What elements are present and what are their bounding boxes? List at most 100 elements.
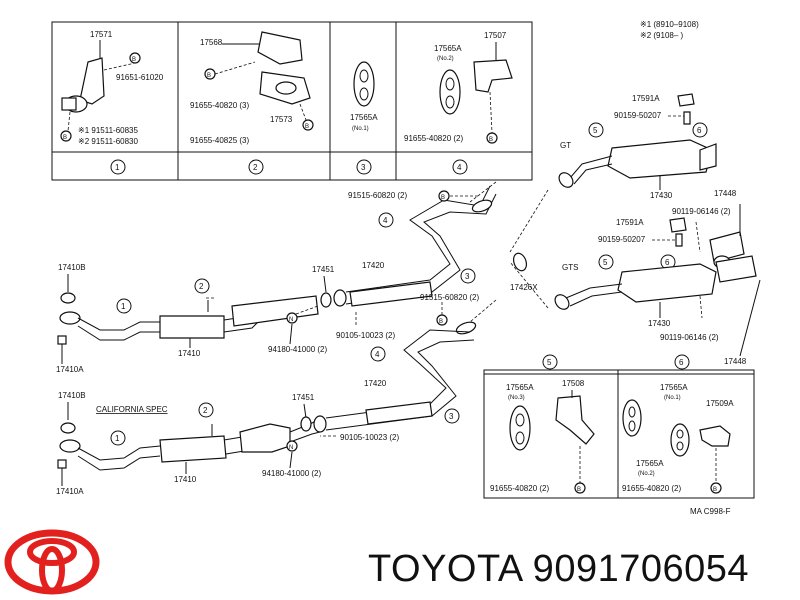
bottom-parts-frame [483,369,755,499]
svg-text:N: N [289,445,293,451]
label-gts: GTS [562,263,578,272]
note-2: ※2 (9108– ) [640,31,684,40]
box6-part-note-b: (No.2) [638,471,655,477]
box5-part-17565a: 17565A [506,383,534,392]
box-6: 6 17565A (No.1) 17509A 17565A (No.2) B 9… [622,354,734,494]
california-spec-label: CALIFORNIA SPEC [96,405,168,414]
lower-pipe-assembly: 17410B CALIFORNIA SPEC 1 2 17410A 17410 … [56,329,475,496]
upper-pipe-assembly: 17410B 1 2 17410A 17410 17451 17420 4 3 [56,185,538,374]
label-gt: GT [560,141,571,150]
callout-2-lower: 2 [203,406,208,415]
callout-4-upper: 4 [383,216,388,225]
callout-3-upper: 3 [465,272,470,281]
svg-text:B: B [577,487,581,493]
box6-number: 6 [679,358,684,367]
box1-part-17571: 17571 [90,30,113,39]
part-17410a-lower: 17410A [56,487,84,496]
box4-part-note: (No.2) [437,56,454,62]
part-17410b-upper: 17410B [58,263,86,272]
box2-part-17573: 17573 [270,115,293,124]
gt-muffler-group: 17591A 90159-50207 5 6 GT 17430 [558,93,717,200]
callout-2-upper: 2 [199,282,204,291]
svg-text:N: N [289,317,293,323]
box4-number: 4 [457,163,462,172]
box6-part-91655: 91655-40820 (2) [622,484,681,493]
part-17420-upper: 17420 [362,261,385,270]
box2-part-91655-820: 91655-40820 (3) [190,101,249,110]
svg-text:B: B [132,57,136,63]
note-1: ※1 (8910–9108) [640,20,699,29]
box6-part-17509a: 17509A [706,399,734,408]
part-17410-lower: 17410 [174,475,197,484]
box4-part-17565a: 17565A [434,44,462,53]
box3-part-17565a: 17565A [350,113,378,122]
box5-part-17508: 17508 [562,379,585,388]
part-91515-upper-a: 91515-60820 (2) [348,191,407,200]
part-94180-lower: 94180-41000 (2) [262,469,321,478]
gts-muffler-group: 17448 90119-06146 (2) 17591A 90159-50207… [554,189,761,366]
svg-text:B: B [489,137,493,143]
svg-text:B: B [63,135,67,141]
box2-part-91655-825: 91655-40825 (3) [190,136,249,145]
part-17448-top: 17448 [714,189,737,198]
brand-part-number: TOYOTA 9091706054 [368,548,750,590]
box1-number: 1 [115,163,120,172]
box4-part-91655: 91655-40820 (2) [404,134,463,143]
box1-part-91651: 91651-61020 [116,73,164,82]
part-17410-upper: 17410 [178,349,201,358]
part-90119-top: 90119-06146 (2) [672,207,731,216]
svg-text:B: B [441,195,445,201]
part-17448-mid: 17448 [724,357,747,366]
part-94180-upper: 94180-41000 (2) [268,345,327,354]
box1-part-91511a: ※1 91511-60835 [78,126,138,135]
part-90159-mid: 90159-50207 [598,235,646,244]
callout-5-top: 5 [593,126,598,135]
box4-part-17507: 17507 [484,31,507,40]
part-90105-lower: 90105-10023 (2) [340,433,399,442]
part-17591a-mid: 17591A [616,218,644,227]
part-17451-upper: 17451 [312,265,335,274]
svg-text:B: B [305,124,309,130]
diagram-code: MA C998-F [690,507,731,516]
svg-text:B: B [207,73,211,79]
part-90119-mid: 90119-06146 (2) [660,333,719,342]
box5-number: 5 [547,358,552,367]
box-4: 17565A (No.2) 17507 B 91655-40820 (2) 4 [404,31,513,175]
part-90159-top: 90159-50207 [614,111,662,120]
toyota-logo [4,529,100,595]
box2-number: 2 [253,163,258,172]
callout-1-upper: 1 [121,302,126,311]
box3-part-note: (No.1) [352,126,369,132]
part-17426x: 17426X [510,283,538,292]
part-17430-top: 17430 [650,191,673,200]
box5-part-note: (No.3) [508,395,525,401]
box6-part-17565a-a: 17565A [660,383,688,392]
part-17410a-upper: 17410A [56,365,84,374]
box-3: 17565A (No.1) 3 [350,61,378,175]
box1-part-91511b: ※2 91511-60830 [78,137,138,146]
part-91515-upper-b: 91515-60820 (2) [420,293,479,302]
callout-5-mid: 5 [603,258,608,267]
part-17410b-lower: 17410B [58,391,86,400]
box2-part-17568: 17568 [200,38,223,47]
part-17451-lower: 17451 [292,393,315,402]
box6-part-note-a: (No.1) [664,395,681,401]
box-1: 17571 B 91651-61020 B ※1 91511-60835 ※2 … [60,30,164,175]
box6-part-17565a-b: 17565A [636,459,664,468]
box-5: 5 17565A (No.3) 17508 B 91655-40820 (2) [490,354,595,494]
callout-6-mid: 6 [665,258,670,267]
callout-4-lower: 4 [375,350,380,359]
top-parts-frame [51,21,533,181]
part-17430-mid: 17430 [648,319,671,328]
svg-text:B: B [713,487,717,493]
callout-6-top: 6 [697,126,702,135]
callout-3-lower: 3 [449,412,454,421]
callout-1-lower: 1 [115,434,120,443]
box-2: 17568 B 91655-40820 (3) 17573 B 91655-40… [190,31,314,175]
svg-text:B: B [439,319,443,325]
part-90105-upper: 90105-10023 (2) [336,331,395,340]
box3-number: 3 [361,163,366,172]
box5-part-91655: 91655-40820 (2) [490,484,549,493]
part-17591a-top: 17591A [632,94,660,103]
